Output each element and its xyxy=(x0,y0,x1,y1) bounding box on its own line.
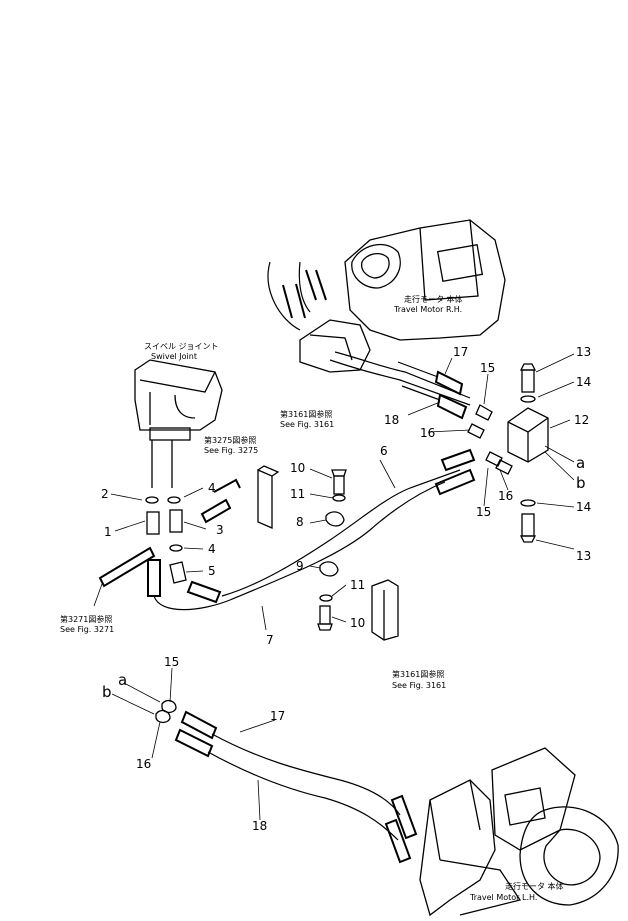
leader-lines xyxy=(110,353,575,821)
swivel-jp-label: スイベル ジョイント xyxy=(144,342,219,351)
ref-3161b-en: See Fig. 3161 xyxy=(392,681,446,690)
callout-16b: 16 xyxy=(498,489,513,503)
callout-a-upper: a xyxy=(576,454,585,472)
callout-18b: 18 xyxy=(252,819,267,833)
callout-4b: 4 xyxy=(208,542,216,556)
callout-5: 5 xyxy=(208,564,216,578)
callout-10a: 10 xyxy=(290,461,305,475)
ref-3271-en: See Fig. 3271 xyxy=(60,625,114,634)
hose-17-18-upper xyxy=(397,361,468,420)
brackets-clamps xyxy=(257,465,399,641)
callout-17b: 17 xyxy=(270,709,285,723)
motor-lh-jp-label: 走行モータ 本体 xyxy=(505,881,564,891)
ref-3275-jp: 第3275図参照 xyxy=(204,435,256,445)
valve-block-12 xyxy=(467,363,549,543)
travel-motor-lh xyxy=(419,747,619,917)
callout-1: 1 xyxy=(104,525,112,539)
callout-13a: 13 xyxy=(576,345,591,359)
callout-11b: 11 xyxy=(350,578,365,592)
callout-8: 8 xyxy=(296,515,304,529)
callout-15c: 15 xyxy=(164,655,179,669)
callout-6: 6 xyxy=(380,444,388,458)
ref-3161a-jp: 第3161図参照 xyxy=(280,409,332,419)
callout-13b: 13 xyxy=(576,549,591,563)
travel-motor-rh xyxy=(267,219,506,406)
hose-6-7 xyxy=(153,448,476,611)
callout-15a: 15 xyxy=(480,361,495,375)
callout-4a: 4 xyxy=(208,481,216,495)
callout-7: 7 xyxy=(266,633,274,647)
callout-12: 12 xyxy=(574,413,589,427)
callout-11a: 11 xyxy=(290,487,305,501)
callout-16a: 16 xyxy=(420,426,435,440)
swivel-en-label: Swivel Joint xyxy=(151,352,197,361)
callout-3: 3 xyxy=(216,523,224,537)
fittings-left xyxy=(93,478,241,607)
ref-3161a-en: See Fig. 3161 xyxy=(280,420,334,429)
ref-3161b-jp: 第3161図参照 xyxy=(392,669,444,679)
callout-15b: 15 xyxy=(476,505,491,519)
callout-14a: 14 xyxy=(576,375,591,389)
callout-b-lower: b xyxy=(102,683,112,701)
ref-3271-jp: 第3271図参照 xyxy=(60,614,112,624)
callout-b-upper: b xyxy=(576,474,586,492)
hose-17-18-lower xyxy=(155,699,418,864)
callout-a-lower: a xyxy=(118,671,127,689)
ref-3275-en: See Fig. 3275 xyxy=(204,446,258,455)
callout-9: 9 xyxy=(296,559,304,573)
callout-14b: 14 xyxy=(576,500,591,514)
swivel-joint xyxy=(134,359,223,488)
callout-2: 2 xyxy=(101,487,109,501)
motor-rh-en-label: Travel Motor R.H. xyxy=(393,305,462,314)
callout-17a: 17 xyxy=(453,345,468,359)
motor-rh-jp-label: 走行モータ 本体 xyxy=(404,294,463,304)
motor-lh-en-label: Travel Motor L.H. xyxy=(469,893,537,902)
callouts: 1 2 3 4 4 5 6 7 8 9 10 10 11 11 12 13 13… xyxy=(101,345,591,833)
callout-10b: 10 xyxy=(350,616,365,630)
callout-18a: 18 xyxy=(384,413,399,427)
callout-16c: 16 xyxy=(136,757,151,771)
